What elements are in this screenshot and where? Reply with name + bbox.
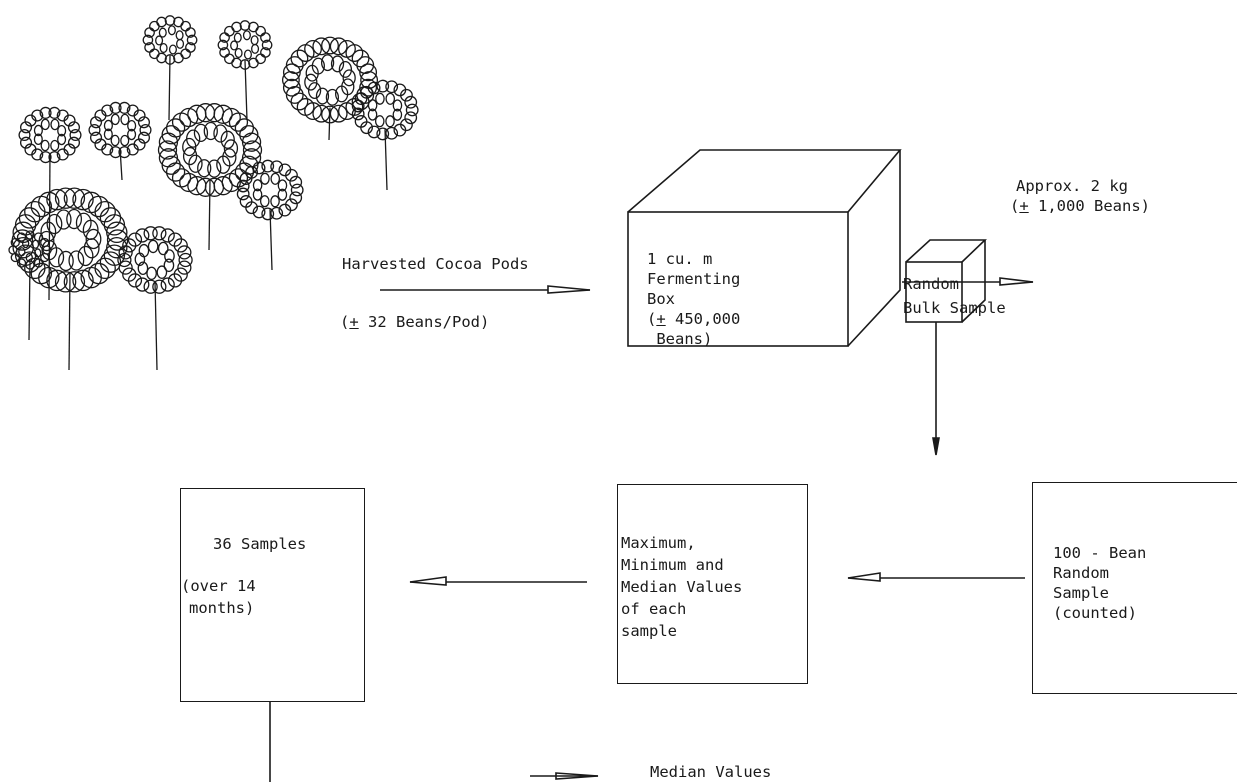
approx-bean-count: 1,000 Beans) <box>1028 197 1151 215</box>
beans-per-pod-label: (+ 32 Beans/Pod) <box>340 313 490 331</box>
harvested-pods-label: Harvested Cocoa Pods <box>342 255 529 273</box>
cocoa-tree <box>88 101 152 181</box>
bulk-line-1: Random <box>903 275 959 293</box>
thirty-six-samples-box: 36 Samples (over 14 months) <box>180 488 365 702</box>
values-line-3: Median Values <box>621 578 743 596</box>
box-bean-count: 450,000 <box>665 310 741 328</box>
arrowhead-down <box>932 437 940 456</box>
sample-line-4: (counted) <box>1053 604 1137 622</box>
cocoa-tree <box>18 106 82 301</box>
arrowhead-pods <box>547 285 591 294</box>
fermenting-box-side <box>847 150 901 347</box>
cocoa-tree <box>11 187 129 371</box>
cocoa-tree <box>142 15 198 121</box>
median-values-label: Median Values <box>650 763 772 781</box>
cocoa-tree <box>351 79 419 191</box>
box-beans-word: Beans) <box>656 330 713 348</box>
cocoa-tree <box>117 226 193 371</box>
box-line-4: (+ 450,000 <box>647 310 741 328</box>
samples-line-3: months) <box>189 599 255 617</box>
cocoa-tree <box>217 20 273 121</box>
samples-line-2: (over 14 <box>181 577 256 595</box>
box-line-1: 1 cu. m <box>647 250 713 268</box>
sample-line-3: Sample <box>1053 584 1109 602</box>
box-line-5: Beans) <box>647 329 740 349</box>
fermenting-box-top <box>627 149 902 213</box>
sample-line-2: Random <box>1053 564 1109 582</box>
cocoa-tree <box>8 230 52 341</box>
box-line-3: Box <box>647 290 675 308</box>
small-cube-top <box>905 239 987 263</box>
cocoa-tree <box>236 159 304 271</box>
values-line-5: sample <box>621 622 677 640</box>
samples-line-1: 36 Samples <box>213 535 307 553</box>
arrowhead-36 <box>409 576 447 586</box>
arrowhead-bulk <box>999 277 1034 286</box>
approx-line-2: (+ 1,000 Beans) <box>1010 197 1151 215</box>
approx-plus-minus: + <box>1019 197 1029 215</box>
fermenting-box-front <box>627 211 849 347</box>
arrowhead-values <box>847 572 881 582</box>
box-plus-minus: + <box>656 310 666 328</box>
values-line-1: Maximum, <box>621 534 696 552</box>
box-line-2: Fermenting <box>647 270 741 288</box>
small-cube-side <box>961 240 986 323</box>
cocoa-tree <box>157 103 263 251</box>
approx-line-1: Approx. 2 kg <box>1016 177 1128 195</box>
thirty-six-text: 36 Samples (over 14 months) <box>181 511 306 663</box>
values-line-4: of each <box>621 600 687 618</box>
small-cube-front <box>905 261 963 323</box>
bulk-line-2: Bulk Sample <box>903 299 1006 317</box>
plus-minus-sign: + <box>349 313 359 331</box>
values-line-2: Minimum and <box>621 556 724 574</box>
approx-label: Approx. 2 kg (+ 1,000 Beans) <box>1010 156 1150 236</box>
sample-line-1: 100 - Bean <box>1053 544 1147 562</box>
beans-per-pod-value: 32 Beans/Pod) <box>358 313 490 331</box>
